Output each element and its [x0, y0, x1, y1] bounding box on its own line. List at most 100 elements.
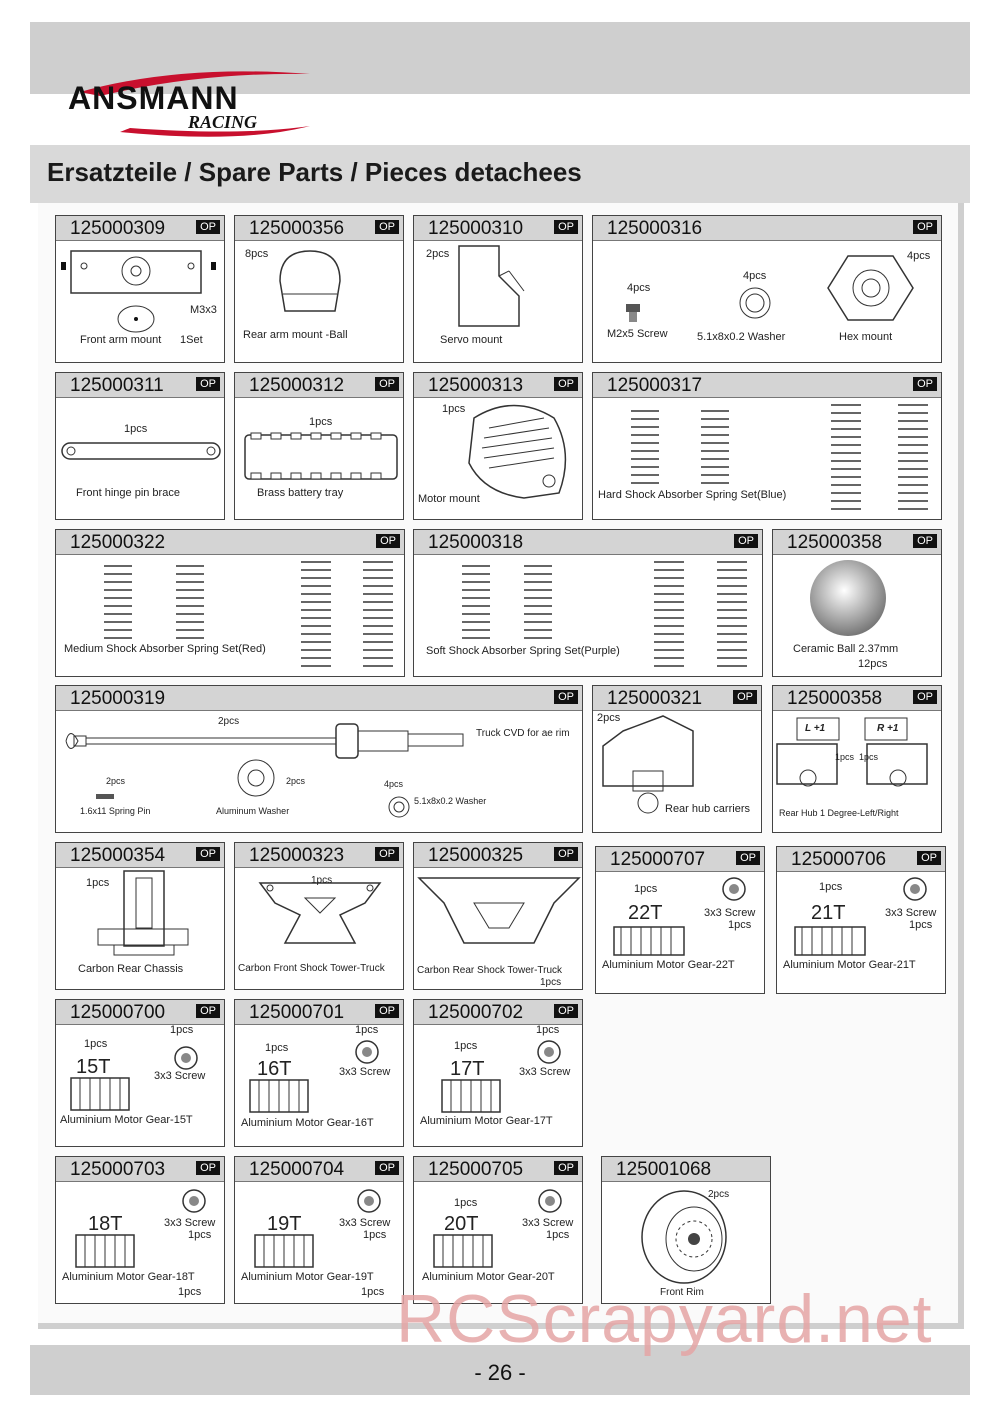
top-banner [30, 22, 970, 94]
gear-image [249, 1040, 379, 1113]
part-label: Rear Hub 1 Degree-Left/Right [779, 808, 899, 818]
part-label: Hex mount [839, 331, 893, 343]
part-number: 125000322 [70, 532, 166, 553]
gear-image [794, 877, 927, 956]
part-label: Aluminium Motor Gear-16T [241, 1117, 374, 1129]
logo-swoosh [80, 71, 310, 137]
op-badge: OP [375, 1161, 399, 1175]
part-label: 3x3 Screw [339, 1217, 391, 1229]
part-label: Soft Shock Absorber Spring Set(Purple) [426, 645, 620, 657]
part-number: 125000313 [428, 375, 524, 396]
op-badge: OP [375, 1004, 399, 1018]
part-number: 125000311 [70, 375, 164, 396]
part-label: 5.1x8x0.2 Washer [414, 796, 487, 806]
part-card-125001068: 125001068 2pcs Front Rim [601, 1156, 771, 1304]
part-number: 125000317 [607, 375, 703, 396]
part-number: 125000316 [607, 218, 703, 239]
part-label: 1pcs [265, 1042, 289, 1054]
part-label: 1Set [180, 334, 203, 346]
gear-tooth-label: 16T [257, 1058, 292, 1080]
gear-tooth-label: 22T [628, 902, 663, 924]
servo-mount-image [458, 245, 525, 327]
brand-name: ANSMANN [68, 80, 239, 116]
part-label: Aluminium Motor Gear-20T [422, 1271, 555, 1283]
part-label: Rear arm mount -Ball [243, 329, 348, 341]
part-number: 125000354 [70, 845, 166, 866]
part-number: 125000706 [791, 849, 887, 870]
op-badge: OP [375, 220, 399, 234]
part-label: 1pcs [188, 1229, 212, 1241]
part-label: Aluminium Motor Gear-18T [62, 1271, 195, 1283]
part-label: M2x5 Screw [607, 328, 668, 340]
ceramic-ball-image [810, 560, 886, 636]
part-label: Servo mount [440, 334, 503, 346]
front-arm-mount-image [61, 250, 216, 333]
part-label: Front hinge pin brace [76, 487, 180, 499]
part-label: Carbon Rear Chassis [78, 963, 184, 975]
part-label: 4pcs [384, 779, 404, 789]
op-badge: OP [554, 220, 578, 234]
part-label: Front Rim [660, 1287, 704, 1298]
part-number: 125000309 [70, 218, 166, 239]
rear-shock-tower-image [417, 877, 581, 944]
op-badge: OP [913, 377, 937, 391]
part-label: 12pcs [858, 658, 888, 670]
part-label: Truck CVD for ae rim [476, 728, 570, 739]
rear-hub-carrier-image [602, 715, 694, 814]
ball-image [279, 250, 341, 312]
op-badge: OP [376, 534, 400, 548]
part-label: 1.6x11 Spring Pin [80, 806, 151, 816]
part-label: 2pcs [708, 1189, 730, 1200]
part-number: 125000701 [249, 1002, 345, 1023]
op-badge: OP [196, 377, 220, 391]
part-label: 1pcs [909, 919, 933, 931]
part-label: Brass battery tray [257, 487, 344, 499]
section-header: Ersatzteile / Spare Parts / Pieces detac… [30, 145, 970, 203]
part-label: R +1 [877, 723, 899, 734]
op-badge: OP [375, 847, 399, 861]
op-badge: OP [554, 847, 578, 861]
part-label: 1pcs [124, 423, 148, 435]
part-label: Aluminium Motor Gear-19T [241, 1271, 374, 1283]
part-label: Aluminum Washer [216, 806, 290, 816]
op-badge: OP [554, 377, 578, 391]
rear-chassis-image [97, 870, 189, 956]
part-label: Carbon Rear Shock Tower-Truck [417, 965, 563, 976]
part-label: L +1 [805, 723, 826, 734]
springs-image [631, 404, 928, 510]
part-label: 1pcs [363, 1229, 387, 1241]
part-label: Aluminium Motor Gear-21T [783, 959, 916, 971]
part-number: 125000705 [428, 1159, 524, 1180]
part-label: 2pcs [286, 776, 306, 786]
part-label: 1pcs [361, 1286, 385, 1298]
watermark: RCScrapyard.net [396, 1281, 933, 1357]
part-label: 1pcs [454, 1040, 478, 1052]
part-label: 3x3 Screw [522, 1217, 574, 1229]
gear-tooth-label: 21T [811, 902, 846, 924]
part-number: 125000325 [428, 845, 524, 866]
part-label: 1pcs [311, 875, 333, 886]
op-badge: OP [917, 851, 941, 865]
part-label: 1pcs [634, 883, 658, 895]
op-badge: OP [554, 1161, 578, 1175]
motor-mount-image [468, 404, 567, 499]
part-label: 4pcs [907, 250, 931, 262]
part-label: 1pcs [546, 1229, 570, 1241]
hex-mount-image [626, 255, 914, 322]
part-card-125000325: 125000325 OP Carbon Rear Shock Tower-Truc… [413, 842, 583, 990]
part-label: 1pcs [728, 919, 752, 931]
springs-image [104, 561, 393, 667]
part-number: 125000318 [428, 532, 524, 553]
